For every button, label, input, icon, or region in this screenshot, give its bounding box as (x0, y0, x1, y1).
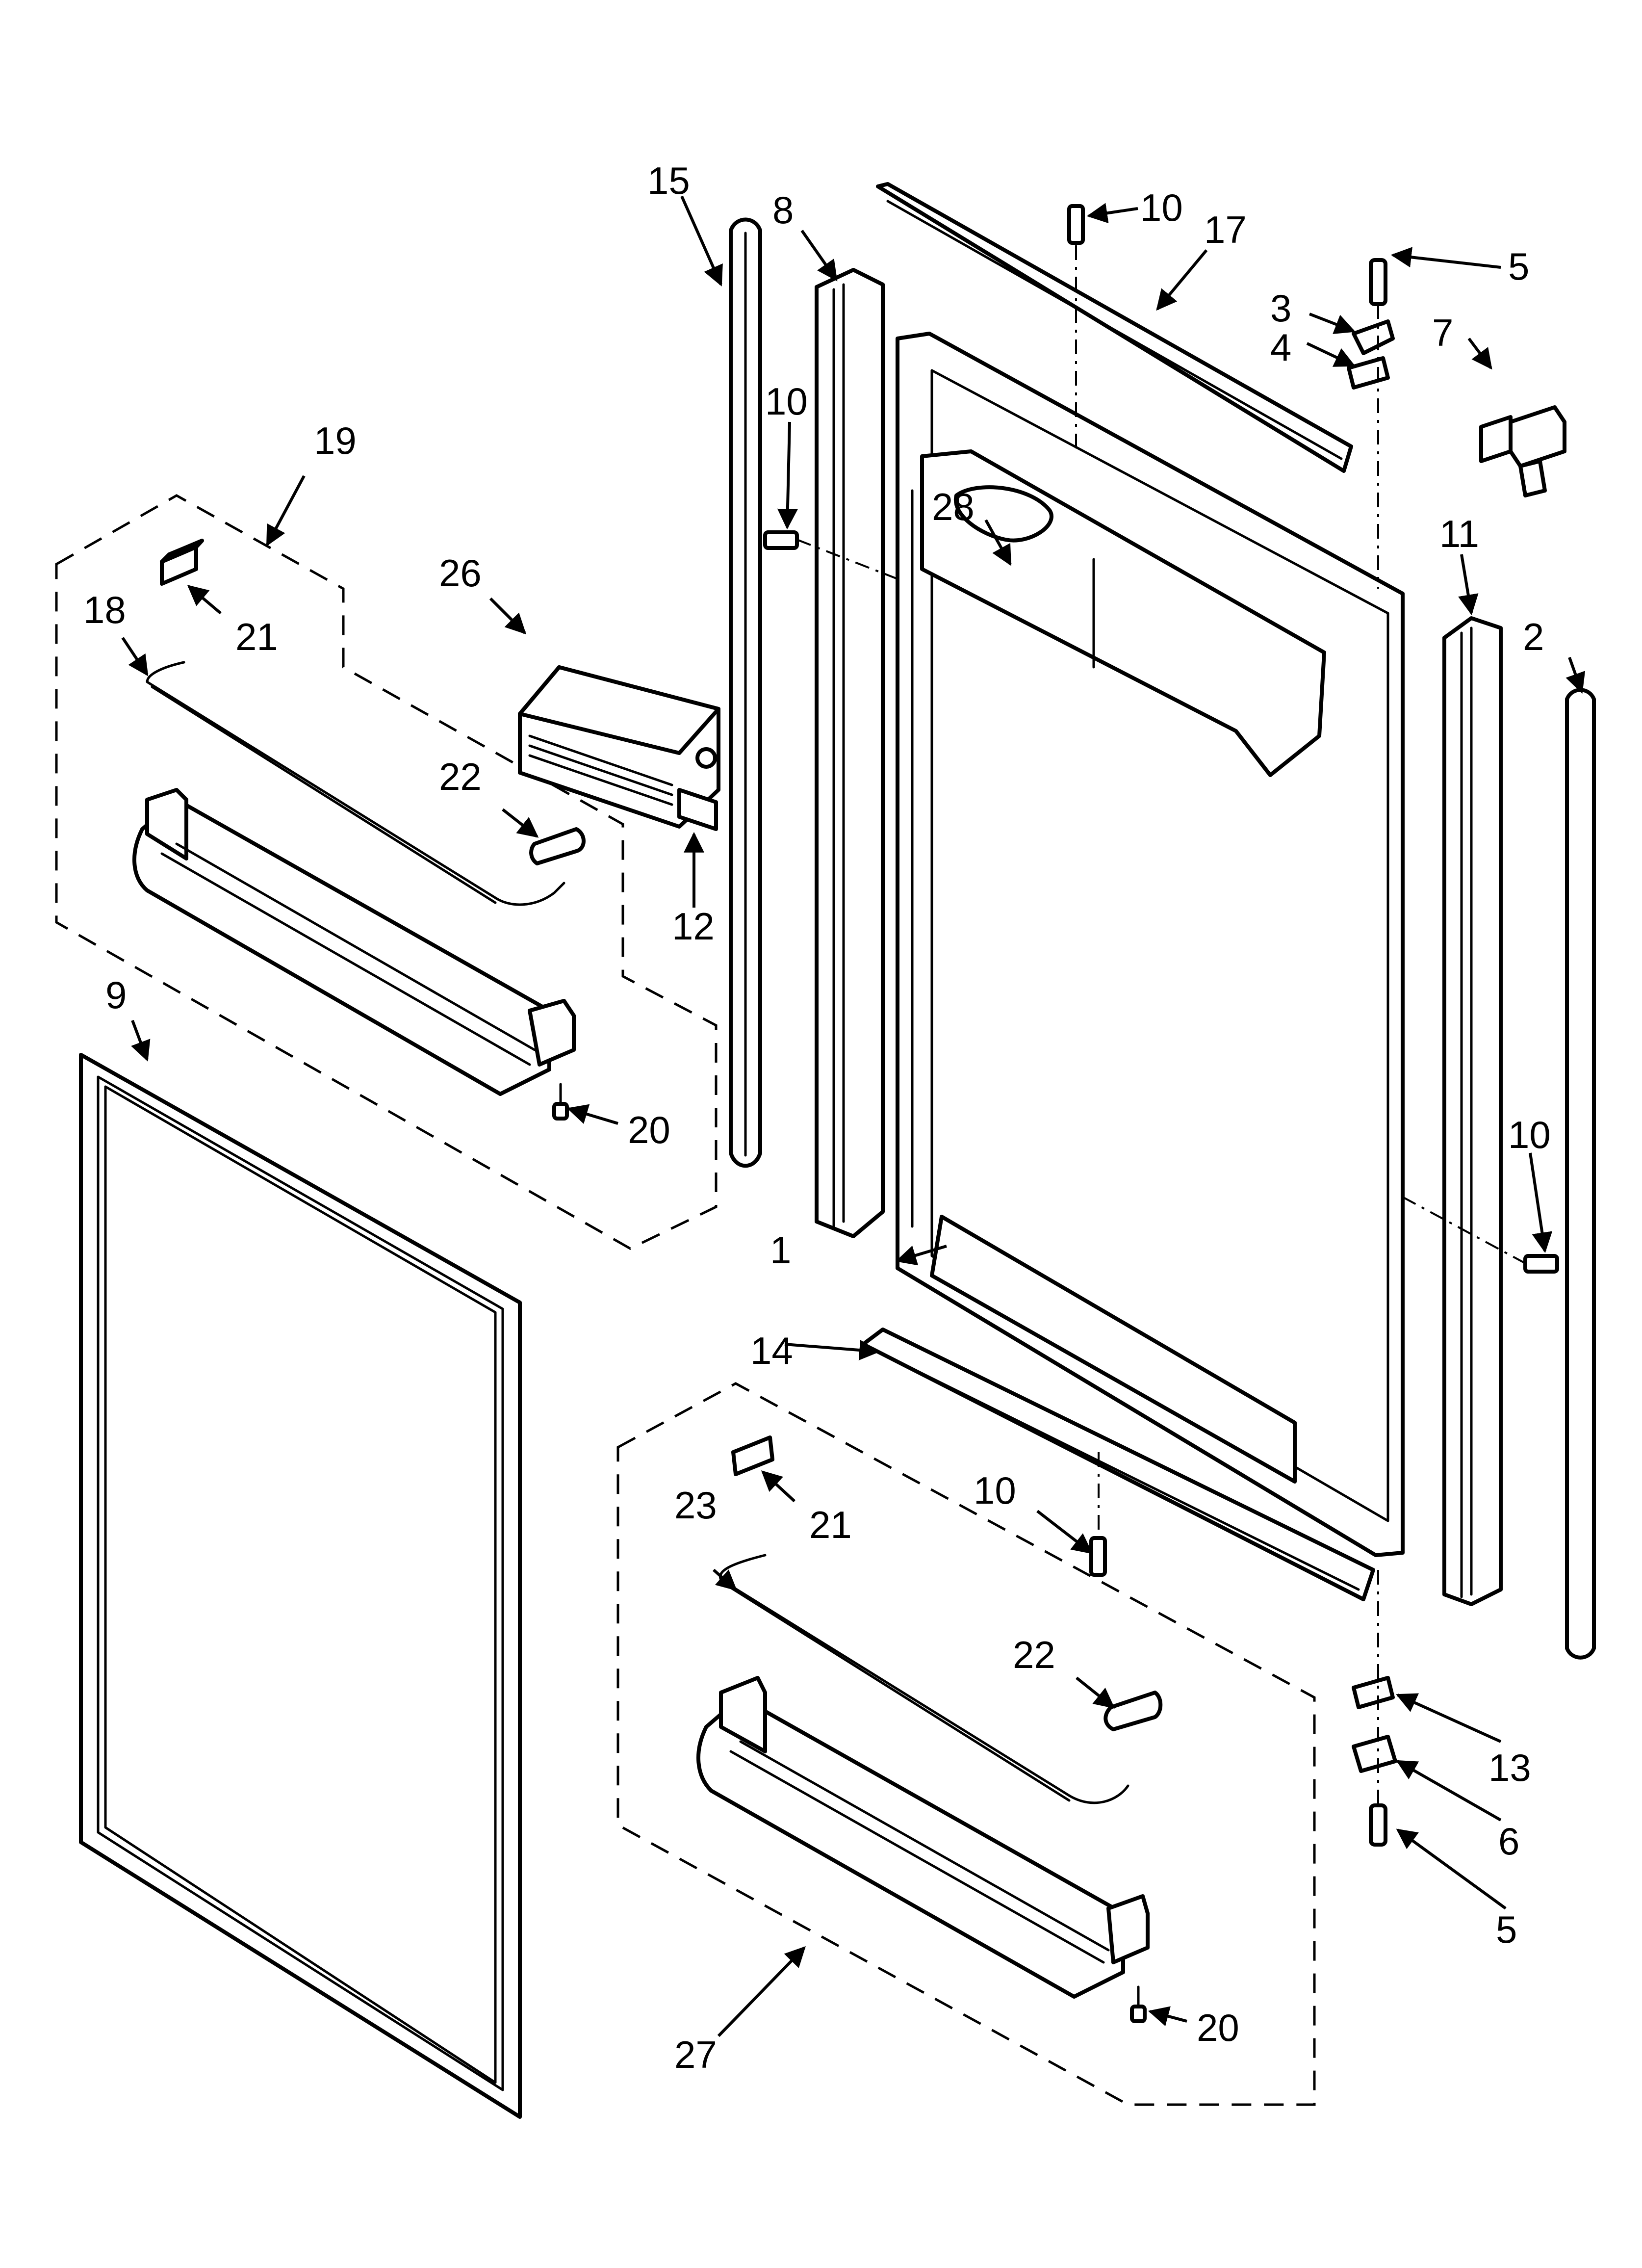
shelf-rail-wire-part (719, 1554, 1129, 1804)
callout-2: 2 (1523, 615, 1544, 658)
alignment-lines (796, 245, 1526, 1810)
clip-strip-part (677, 788, 718, 831)
shelf-rail-wire-part (724, 1583, 1071, 1802)
callout-10-left: 10 (765, 380, 808, 423)
callout-27: 27 (674, 2033, 717, 2076)
right-seal-strip-part (1565, 688, 1596, 1660)
callout-10-top: 10 (1140, 186, 1183, 229)
callout-leaders (121, 195, 1586, 2037)
clip-part (529, 827, 586, 865)
callout-11: 11 (1439, 512, 1479, 555)
callout-10-right: 10 (1508, 1113, 1551, 1156)
callout-28: 28 (932, 485, 975, 528)
clip-part (1103, 1691, 1163, 1731)
assembly-outline-27 (616, 1382, 1316, 2106)
callout-17: 17 (1204, 208, 1247, 251)
lower-hinge-part (1352, 1676, 1397, 1847)
callout-23: 23 (674, 1484, 717, 1527)
callout-26: 26 (439, 551, 482, 595)
door-bin-part (132, 788, 576, 1096)
shelf-end-cap-part (731, 1435, 774, 1476)
callout-6: 6 (1498, 1820, 1519, 1863)
callout-8: 8 (772, 188, 794, 232)
callout-5-upper: 5 (1508, 245, 1529, 288)
callout-4: 4 (1270, 326, 1291, 369)
callout-9: 9 (105, 973, 127, 1017)
shelf-end-cap-part (160, 539, 204, 586)
top-trim-part (876, 182, 1353, 473)
shelf-rail-wire-part (151, 685, 497, 904)
screw-part (1130, 1985, 1147, 2023)
callout-21-lower: 21 (809, 1503, 852, 1546)
hinge-cover-part (1479, 405, 1566, 497)
callout-13: 13 (1488, 1746, 1531, 1789)
door-bin-part (696, 1676, 1150, 1999)
callout-7: 7 (1432, 311, 1453, 354)
callout-labels: 1 2 3 4 5 5 6 7 8 9 10 10 10 10 11 12 13… (83, 159, 1551, 2076)
callout-14: 14 (750, 1329, 793, 1372)
dispenser-housing-part (518, 665, 720, 829)
callout-22-lower: 22 (1013, 1633, 1055, 1676)
right-door-channel-part (1442, 616, 1503, 1606)
callout-15: 15 (647, 159, 690, 202)
seal-strip-part (729, 217, 762, 1168)
callout-19: 19 (314, 419, 357, 462)
left-door-channel-part (815, 268, 885, 1238)
assembly-outline-19 (55, 494, 718, 1250)
callout-22-upper: 22 (439, 755, 482, 798)
screw-part (552, 1083, 569, 1121)
shelf-rail-wire-part (146, 661, 565, 906)
callout-20-lower: 20 (1197, 2006, 1239, 2049)
callout-3: 3 (1270, 287, 1291, 330)
callout-12: 12 (672, 905, 715, 948)
door-liner-part (896, 332, 1405, 1557)
callout-21-upper: 21 (235, 615, 278, 658)
bottom-trim-part (861, 1328, 1375, 1601)
callout-1: 1 (770, 1228, 791, 1272)
upper-hinge-part (1347, 258, 1395, 390)
callout-20-upper: 20 (628, 1108, 670, 1151)
door-gasket-part (79, 1053, 522, 2119)
callout-18: 18 (83, 588, 126, 631)
screw-part (763, 204, 1559, 1577)
callout-10-bottom: 10 (974, 1469, 1016, 1512)
callout-5-lower: 5 (1496, 1908, 1517, 1951)
